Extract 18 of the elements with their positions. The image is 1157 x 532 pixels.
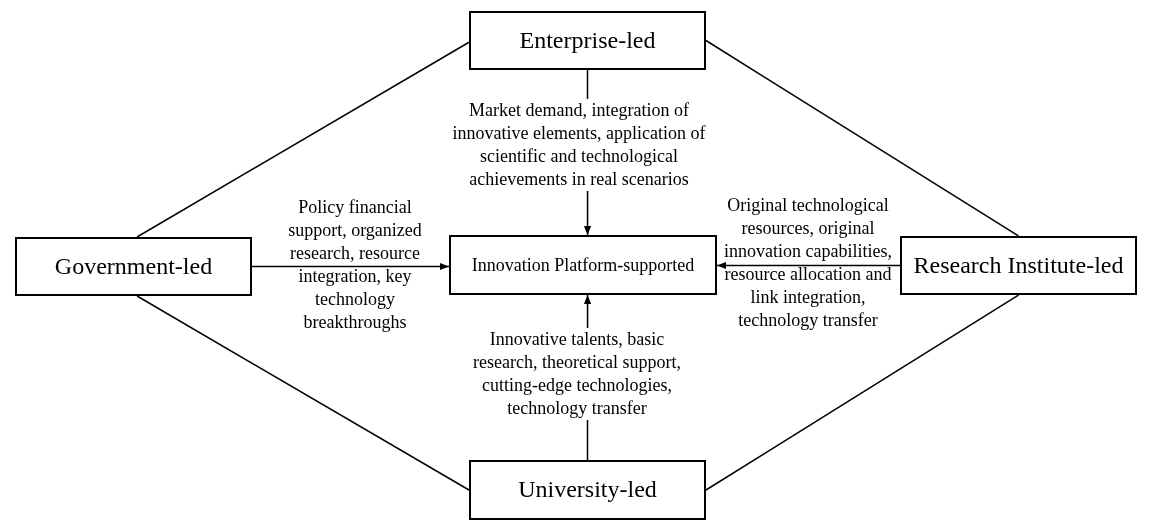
arrow <box>251 262 450 271</box>
node-label: Enterprise-led <box>519 26 656 55</box>
connector-line <box>705 39 1020 237</box>
process-box <box>469 11 706 70</box>
arrow <box>716 261 901 270</box>
node-label: Government-led <box>54 252 213 281</box>
process-box <box>900 236 1137 295</box>
connector-line <box>136 295 470 491</box>
process-box <box>15 237 252 296</box>
node-label: Research Institute-led <box>913 251 1124 280</box>
node-label: University-led <box>518 476 657 504</box>
edge-label: Original technological resources, original innovation capabilities, resource allocation and link integration, technology transfer <box>723 194 893 332</box>
connector-line <box>136 41 470 238</box>
edge-label: Policy financial support, organized research, resource integration, key technology breakthroughs <box>287 196 423 334</box>
connector-line <box>705 294 1020 491</box>
process-box <box>469 460 706 520</box>
node-label: Innovation Platform-supported <box>471 254 695 276</box>
process-box <box>449 235 717 295</box>
